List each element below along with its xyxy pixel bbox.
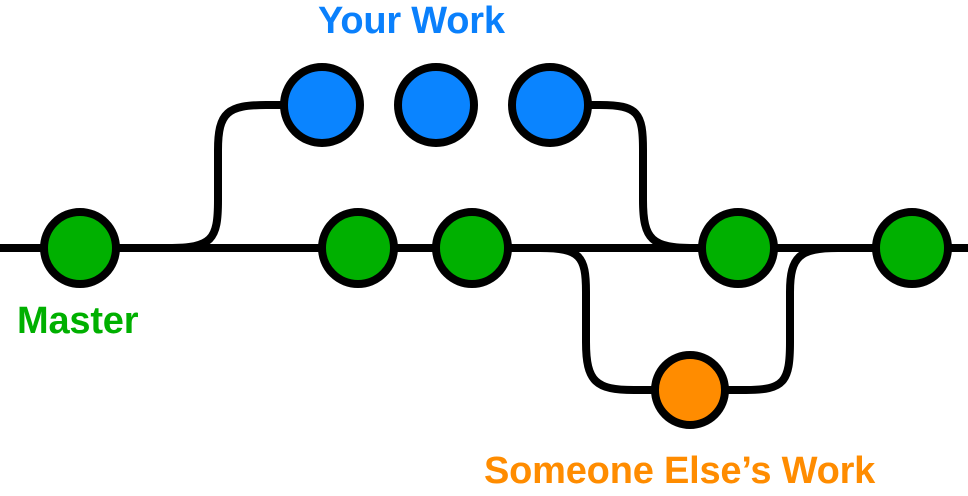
commit-node-your-work-3[interactable] (508, 63, 592, 147)
commit-node-master-4-merge[interactable] (698, 208, 778, 288)
branch-label-master: Master (17, 300, 139, 342)
edge-your-work-merge-in (550, 101, 738, 252)
commit-node-your-work-1[interactable] (280, 63, 364, 147)
branch-label-your-work: Your Work (318, 0, 505, 42)
branch-label-someone-elses-work: Someone Else’s Work (484, 450, 876, 492)
edge-someone-merge-in (690, 244, 880, 394)
commit-node-master-2[interactable] (318, 208, 398, 288)
edge-someone-branch-out (539, 244, 690, 394)
commit-node-your-work-2[interactable] (394, 63, 478, 147)
edge-layer (0, 101, 968, 394)
commit-node-master-3[interactable] (432, 208, 512, 288)
edge-your-work-branch-out (167, 101, 322, 252)
commit-node-someone-elses-work-1[interactable] (651, 351, 729, 429)
commit-node-master-1[interactable] (40, 208, 120, 288)
node-layer (40, 63, 952, 429)
commit-node-master-5[interactable] (872, 208, 952, 288)
